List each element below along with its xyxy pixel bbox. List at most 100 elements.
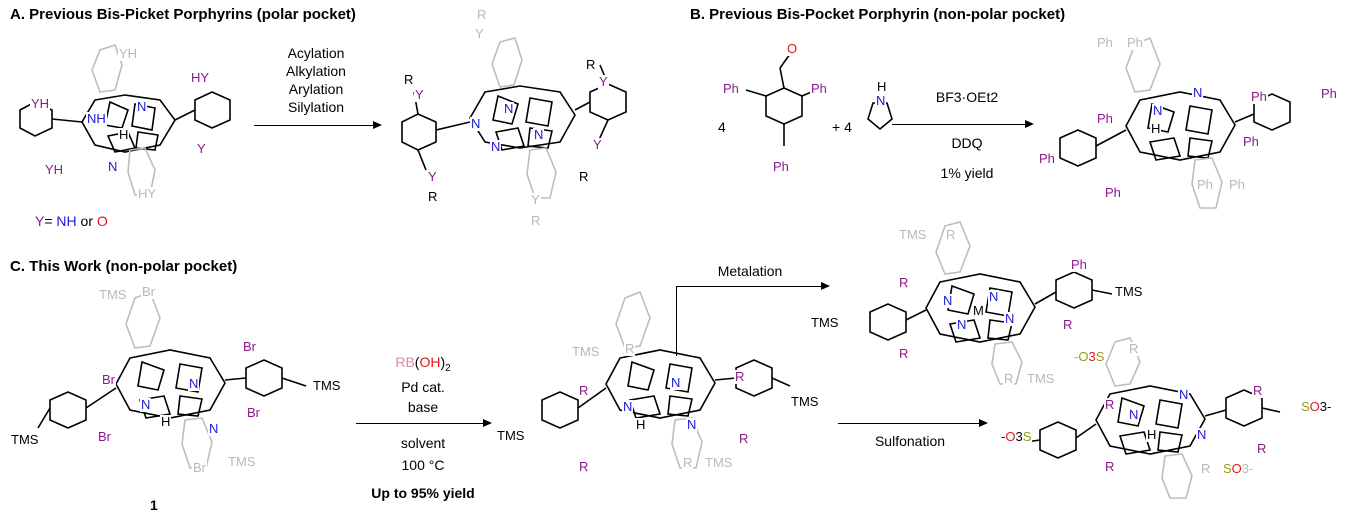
panel-a-condition-acylation: Acylation xyxy=(287,45,345,61)
panel-c-3-n-1: N xyxy=(942,293,954,308)
panel-b-product-h: H xyxy=(1150,121,1162,136)
panel-c-title: C. This Work (non-polar pocket) xyxy=(10,258,238,275)
panel-b-atom-ph-2: Ph xyxy=(810,81,828,96)
panel-a-condition-alkylation: Alkylation xyxy=(286,63,346,79)
panel-c-4-r-4: R xyxy=(1256,441,1268,456)
panel-c-suzuki-arrow xyxy=(356,419,492,427)
panel-b-oxidant: DDQ xyxy=(951,135,983,151)
panel-a-atom-yh-2: YH xyxy=(44,162,65,177)
panel-c-compound-1 xyxy=(37,290,307,469)
panel-c-4-r-2: R xyxy=(1104,459,1116,474)
panel-b-atom-n: N xyxy=(875,93,887,108)
panel-c-1-br-2: Br xyxy=(97,429,112,444)
panel-c-1-tms-right: TMS xyxy=(312,378,342,393)
panel-a-condition-silylation: Silylation xyxy=(287,99,345,115)
panel-b-product-ph-2: Ph xyxy=(1038,151,1056,166)
panel-c-metalation-arrow xyxy=(676,282,830,290)
panel-c-1-br-3: Br xyxy=(242,339,257,354)
panel-c-2-tms-top: TMS xyxy=(571,344,601,359)
panel-c-4-r-3: R xyxy=(1252,383,1264,398)
panel-c-compound-number: 1 xyxy=(150,497,158,513)
panel-a-product-y-4: Y xyxy=(592,137,603,152)
panel-b-product-ph-top-1: Ph xyxy=(1096,35,1114,50)
panel-b-atom-ph-3: Ph xyxy=(772,159,790,174)
panel-a-atom-yh-top: YH xyxy=(118,46,139,61)
panel-c-4-n-2: N xyxy=(1178,387,1190,402)
panel-a-product-porphyrin xyxy=(401,37,627,199)
panel-a-product-y-bottom: Y xyxy=(530,192,541,207)
panel-c-arylated-porphyrin xyxy=(541,290,791,469)
panel-c-3-n-4: N xyxy=(1004,311,1016,326)
panel-c-1-br-bottom: Br xyxy=(192,460,207,475)
panel-c-3-r-bottom: R xyxy=(1003,371,1015,386)
panel-c-2-h: H xyxy=(635,417,647,432)
panel-c-condition-base: base xyxy=(407,399,439,415)
panel-c-condition-boronic-acid: RB(OH)2 xyxy=(395,354,451,374)
panel-b-product-porphyrin xyxy=(1059,36,1291,209)
panel-c-3-r-3: R xyxy=(1062,317,1074,332)
panel-c-1-n-2: N xyxy=(188,376,200,391)
panel-b-reagent: BF3·OEt2 xyxy=(935,89,999,105)
panel-c-2-r-3: R xyxy=(734,369,746,384)
panel-c-condition-pd: Pd cat. xyxy=(401,379,445,395)
panel-c-3-ph: Ph xyxy=(1070,257,1088,272)
panel-a-reaction-arrow xyxy=(254,121,382,129)
panel-c-condition-temperature: 100 °C xyxy=(401,457,445,473)
panel-c-1-tms-bottom: TMS xyxy=(227,454,257,469)
panel-c-3-n-2: N xyxy=(988,289,1000,304)
panel-c-sulfonation-arrow xyxy=(838,419,988,427)
panel-c-4-so3-left: -O3S xyxy=(1000,429,1033,444)
panel-c-3-tms-bottom: TMS xyxy=(1026,371,1056,386)
panel-a-product-y-top: Y xyxy=(474,26,485,41)
panel-c-sulfonation-label: Sulfonation xyxy=(874,433,946,449)
panel-c-4-r-top: R xyxy=(1128,341,1140,356)
panel-b-atom-h: H xyxy=(876,79,888,94)
panel-c-conditions: RB(OH)2 xyxy=(358,353,488,378)
panel-c-4-so3-top: -O3S xyxy=(1073,349,1106,364)
panel-c-sulfonated-porphyrin xyxy=(1025,337,1281,499)
panel-b-product-ph-5: Ph xyxy=(1320,86,1338,101)
panel-c-condition-solvent: solvent xyxy=(400,435,446,451)
panel-b-product-ph-bottom-1: Ph xyxy=(1196,177,1214,192)
panel-a-atom-n-2: N xyxy=(107,159,119,174)
panel-c-2-tms-left: TMS xyxy=(496,428,526,443)
panel-a-starting-porphyrin xyxy=(19,43,231,196)
panel-b-atom-ph-1: Ph xyxy=(722,81,740,96)
panel-c-3-r-top: R xyxy=(945,227,957,242)
panel-a-atom-hy-bottom: HY xyxy=(137,186,158,201)
panel-b-product-ph-6: Ph xyxy=(1242,134,1260,149)
panel-c-2-n-2: N xyxy=(670,375,682,390)
panel-c-4-n-1: N xyxy=(1128,407,1140,422)
panel-c-3-tms-right: TMS xyxy=(1114,284,1144,299)
panel-a-product-r-top: R xyxy=(476,7,488,22)
panel-a-atom-nh: NH xyxy=(86,111,107,126)
panel-a-product-r-4: R xyxy=(578,169,590,184)
panel-a-product-y-1: Y xyxy=(414,87,425,102)
panel-a-product-y-2: Y xyxy=(427,169,438,184)
panel-c-metalation-label: Metalation xyxy=(717,263,783,279)
panel-b-product-ph-bottom-2: Ph xyxy=(1228,177,1246,192)
panel-b-product-ph-4: Ph xyxy=(1250,89,1268,104)
panel-b-atom-o: O xyxy=(786,41,799,56)
panel-c-4-n-3: N xyxy=(1196,427,1208,442)
panel-a-atom-n-1: N xyxy=(136,99,148,114)
panel-a-product-y-3: Y xyxy=(598,74,609,89)
panel-c-4-h: H xyxy=(1146,427,1158,442)
panel-c-3-tms-left: TMS xyxy=(810,315,840,330)
panel-c-2-r-top: R xyxy=(624,341,636,356)
panel-b-yield: 1% yield xyxy=(940,165,994,181)
panel-b-product-n-1: N xyxy=(1152,103,1164,118)
panel-a-legend: Y= NH or O xyxy=(35,213,108,229)
panel-a-product-n-2: N xyxy=(470,116,482,131)
panel-c-3-r-1: R xyxy=(898,275,910,290)
panel-a-product-r-1: R xyxy=(403,72,415,87)
panel-b-coef-aldehyde: 4 xyxy=(718,119,726,135)
panel-c-1-br-top: Br xyxy=(141,284,156,299)
panel-a-atom-hy-1: HY xyxy=(190,70,211,85)
panel-a-product-r-3: R xyxy=(585,57,597,72)
panel-b-title: B. Previous Bis-Pocket Porphyrin (non-po… xyxy=(690,6,1066,23)
panel-c-3-tms-top: TMS xyxy=(898,227,928,242)
panel-c-metalation-branch xyxy=(676,286,677,356)
panel-b-reaction-arrow xyxy=(892,120,1034,128)
panel-c-3-n-3: N xyxy=(956,317,968,332)
